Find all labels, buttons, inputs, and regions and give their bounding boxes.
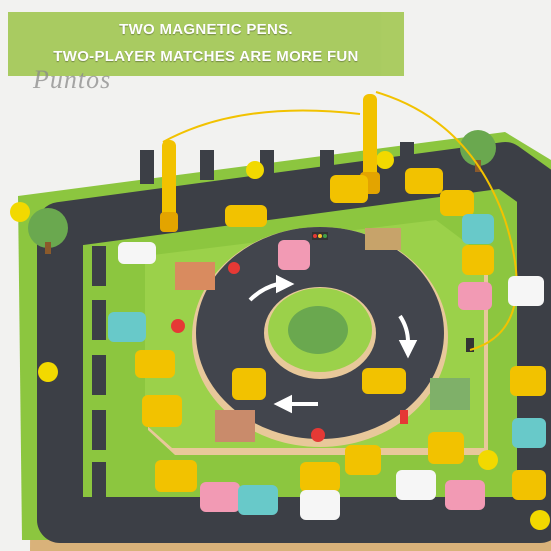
banner-line-2: TWO-PLAYER MATCHES ARE MORE FUN <box>53 48 359 65</box>
magnetic-pen-icon <box>160 91 518 351</box>
traffic-light-icon <box>312 232 474 352</box>
tree-icon <box>28 130 496 254</box>
magnet-dots <box>10 151 550 530</box>
roundabout-tree-icon <box>288 306 348 354</box>
banner-line-1: TWO MAGNETIC PENS. <box>119 21 293 38</box>
building-icons <box>175 228 470 442</box>
stop-sign-icon <box>171 262 325 442</box>
fire-hydrant-icon <box>400 410 408 424</box>
car-blocks <box>108 168 546 520</box>
brand-watermark: Puntos <box>33 65 112 94</box>
roundabout-arrow-icon <box>248 274 418 414</box>
promo-banner: TWO MAGNETIC PENS. TWO-PLAYER MATCHES AR… <box>8 12 404 76</box>
